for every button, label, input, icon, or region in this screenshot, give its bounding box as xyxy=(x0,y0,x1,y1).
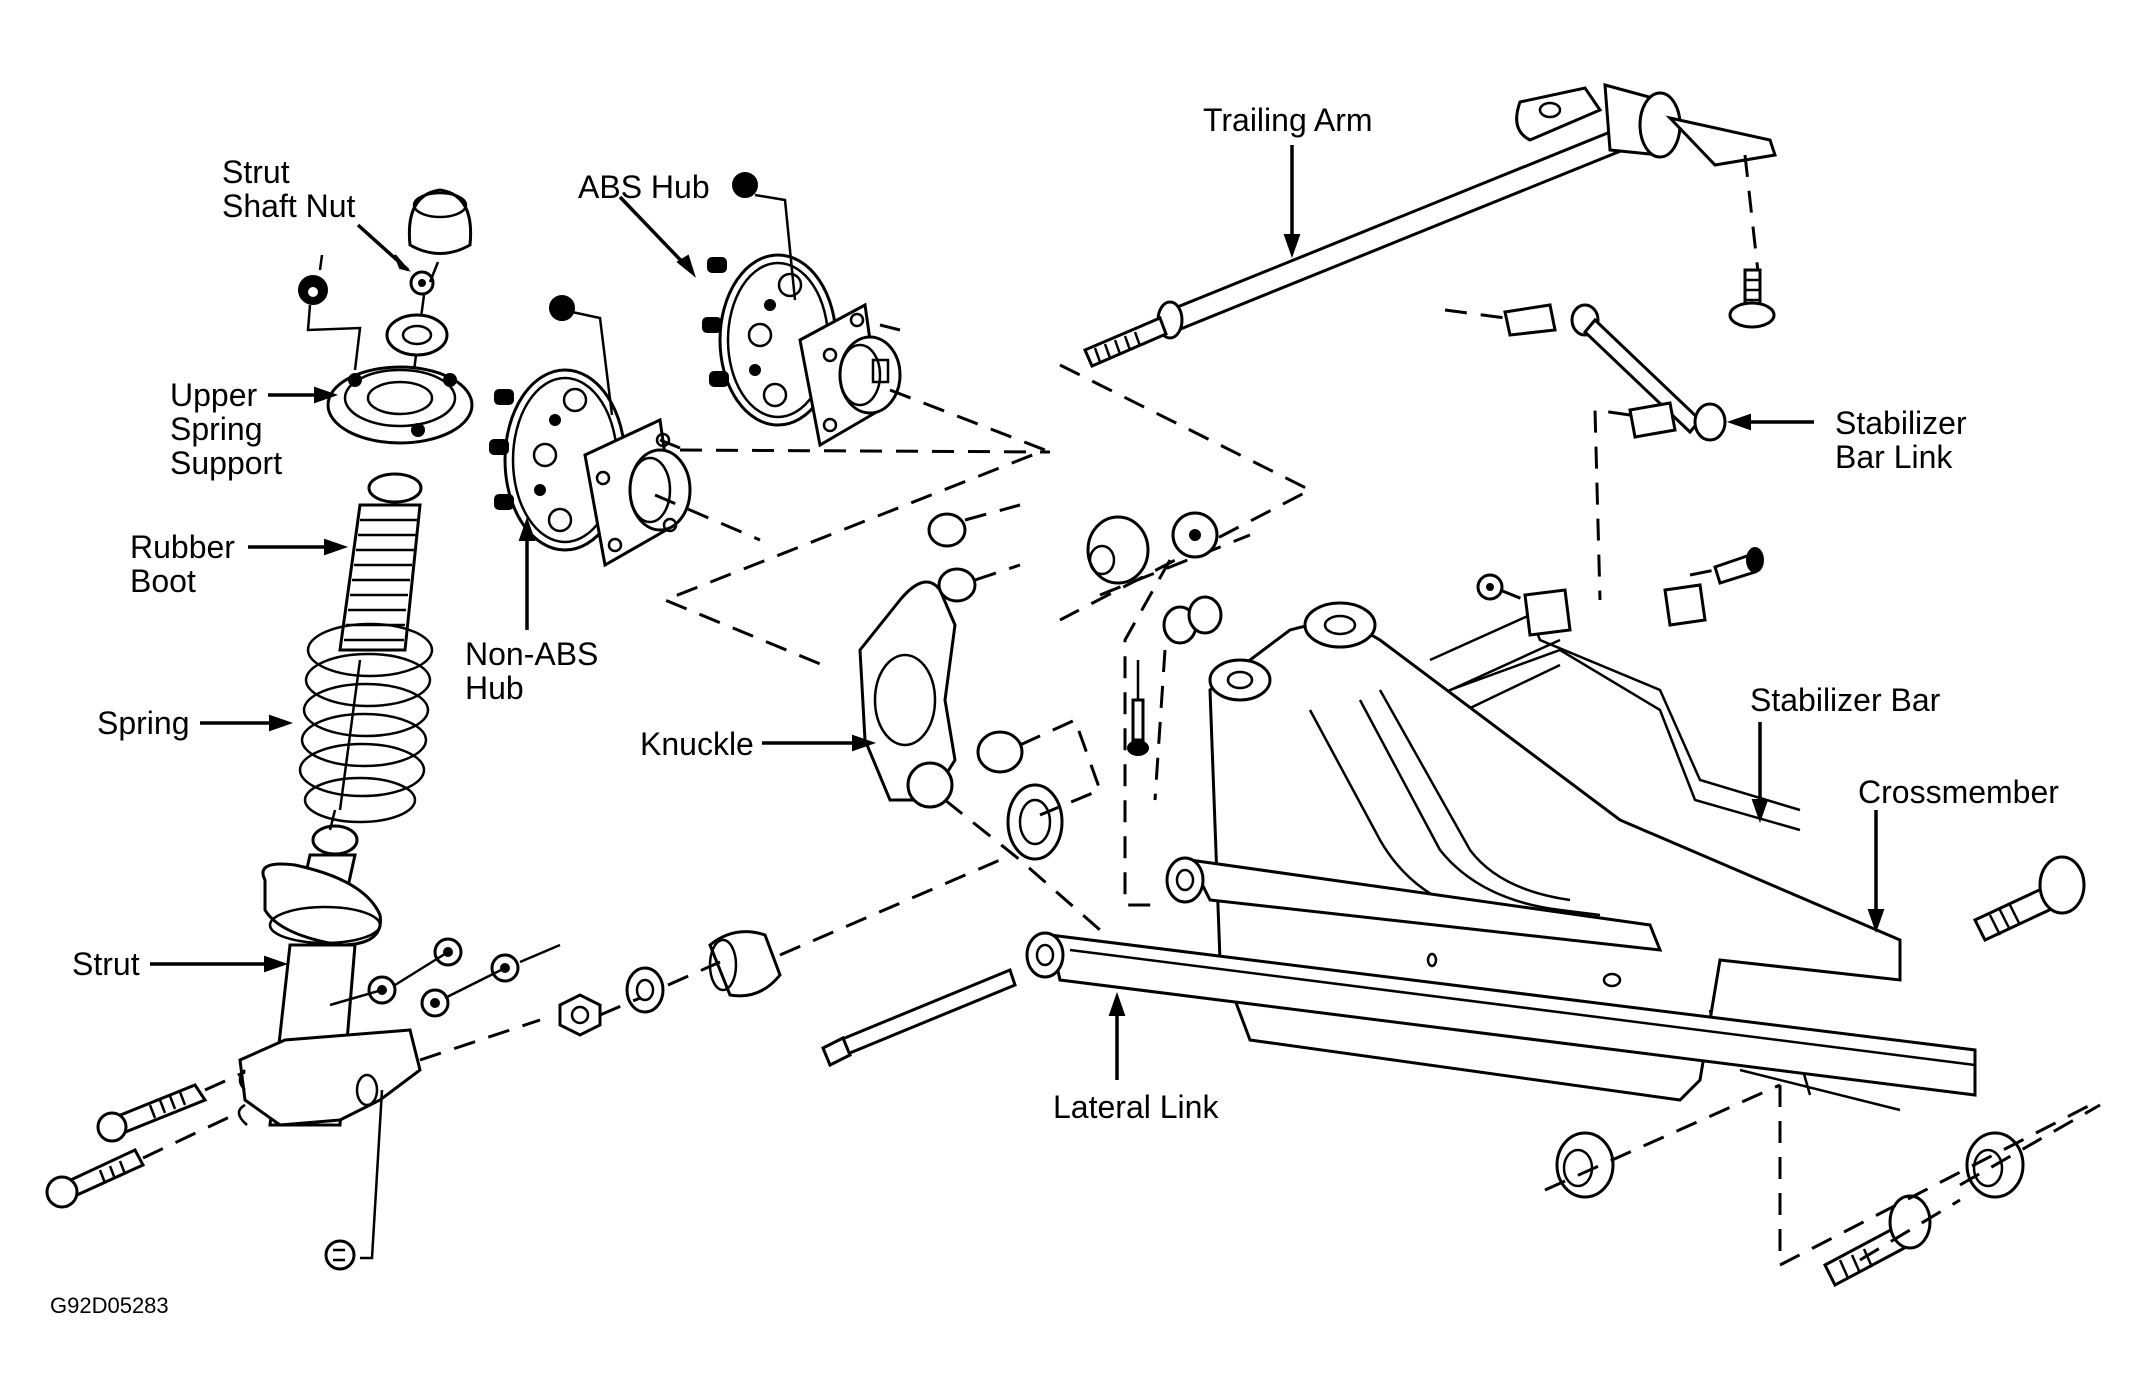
hub-guides xyxy=(654,323,1051,670)
stab-bar-guides xyxy=(1499,568,1716,602)
trailing-arm-bushings xyxy=(1086,511,1223,645)
strut-washers xyxy=(329,937,561,1018)
bushing-guides xyxy=(1099,533,1251,907)
non-abs-hub xyxy=(489,368,692,568)
label-trailing-arm: Trailing Arm xyxy=(1203,102,1373,138)
bump-stop xyxy=(367,472,423,504)
label-upper-spring-support: Upper Spring Support xyxy=(170,377,283,481)
leader-arrows xyxy=(150,145,1885,1080)
stab-link-guides xyxy=(1444,308,1631,601)
lateral-link-bolt xyxy=(821,968,1017,1068)
trailing-arm-bolt xyxy=(1728,268,1776,329)
non-abs-hub-bolt xyxy=(549,295,614,416)
abs-hub xyxy=(702,253,902,448)
label-stabilizer-bar: Stabilizer Bar xyxy=(1750,682,1941,718)
coil-spring xyxy=(298,622,434,824)
label-strut: Strut xyxy=(72,946,140,982)
label-spring: Spring xyxy=(97,705,190,741)
strut-bolt-1 xyxy=(96,1083,208,1143)
trailing-arm xyxy=(1083,82,1777,368)
abs-hub-bolt xyxy=(732,172,797,301)
upper-washer xyxy=(385,313,449,357)
lower-spring-seat xyxy=(311,809,359,856)
upper-spring-support xyxy=(326,365,474,445)
label-stabilizer-bar-link: Stabilizer Bar Link xyxy=(1835,405,1967,475)
strut-nut-leader xyxy=(306,254,362,371)
stabilizer-bar-link xyxy=(1503,303,1727,442)
strut-bolt-2 xyxy=(45,1148,146,1209)
strut-cap xyxy=(407,188,473,255)
crossmember-guides xyxy=(1544,1083,2101,1268)
strut-mount-nut xyxy=(298,275,328,305)
lower-control-arm xyxy=(1165,856,1663,952)
strut-body xyxy=(237,853,422,1127)
strut-to-link-guide xyxy=(419,858,1001,1062)
strut-lower-nut-leader xyxy=(360,1089,384,1260)
crossmember-bolt-upper xyxy=(1972,855,2086,942)
label-lateral-link: Lateral Link xyxy=(1053,1089,1219,1125)
label-rubber-boot: Rubber Boot xyxy=(130,529,235,599)
label-abs-hub: ABS Hub xyxy=(578,169,710,205)
stab-bar-bolt xyxy=(1713,547,1764,585)
crossmember-bolt-lower xyxy=(1823,1194,1932,1288)
label-strut-shaft-nut: Strut Shaft Nut xyxy=(222,154,356,224)
knuckle xyxy=(858,512,1064,861)
knuckle-screw xyxy=(1127,660,1149,756)
strut-lower-nut xyxy=(324,1239,356,1271)
lateral-link xyxy=(1025,931,1977,1097)
strut-shaft-nut xyxy=(409,270,435,296)
label-crossmember: Crossmember xyxy=(1858,774,2059,810)
label-knuckle: Knuckle xyxy=(640,726,754,762)
figure-id: G92D05283 xyxy=(50,1293,169,1318)
strut-bolt-guides xyxy=(142,1070,246,1160)
label-non-abs-hub: Non-ABS Hub xyxy=(465,636,599,706)
knuckle-guides xyxy=(944,503,1102,932)
bushing-hardware-lower xyxy=(558,930,782,1037)
crossmember-nut-left xyxy=(1555,1131,1615,1199)
trailing-arm-guides xyxy=(1059,154,1762,622)
stab-bar-nut xyxy=(1476,573,1504,601)
